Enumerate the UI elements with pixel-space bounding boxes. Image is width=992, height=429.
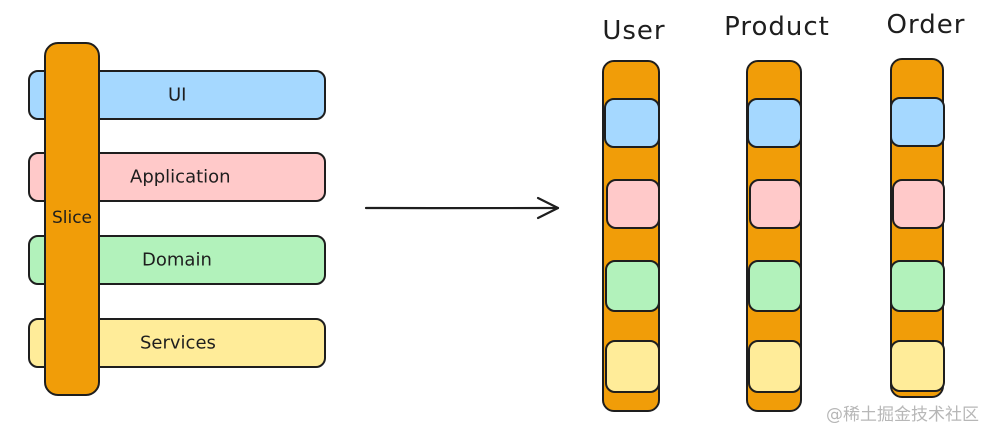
layer-label-domain: Domain — [142, 249, 212, 271]
cell-product-services — [748, 340, 802, 393]
layer-label-services: Services — [140, 332, 216, 354]
cell-user-application — [606, 179, 660, 229]
cell-order-ui — [890, 97, 945, 147]
cell-user-services — [605, 340, 660, 393]
watermark: @稀土掘金技术社区 — [826, 405, 979, 425]
layer-label-application: Application — [130, 166, 231, 188]
layer-label-ui: UI — [168, 84, 187, 106]
slice-bar: Slice — [44, 42, 100, 396]
column-title-user: User — [602, 16, 666, 46]
cell-order-services — [890, 340, 945, 392]
column-title-order: Order — [886, 10, 966, 40]
column-title-product: Product — [724, 12, 830, 42]
cell-user-ui — [604, 98, 660, 148]
cell-user-domain — [605, 260, 660, 312]
cell-order-domain — [890, 260, 945, 312]
cell-product-application — [749, 179, 802, 229]
cell-product-domain — [748, 260, 802, 312]
arrow-right-icon — [364, 196, 560, 220]
slice-label: Slice — [51, 208, 93, 228]
cell-order-application — [892, 179, 945, 229]
cell-product-ui — [747, 98, 802, 148]
